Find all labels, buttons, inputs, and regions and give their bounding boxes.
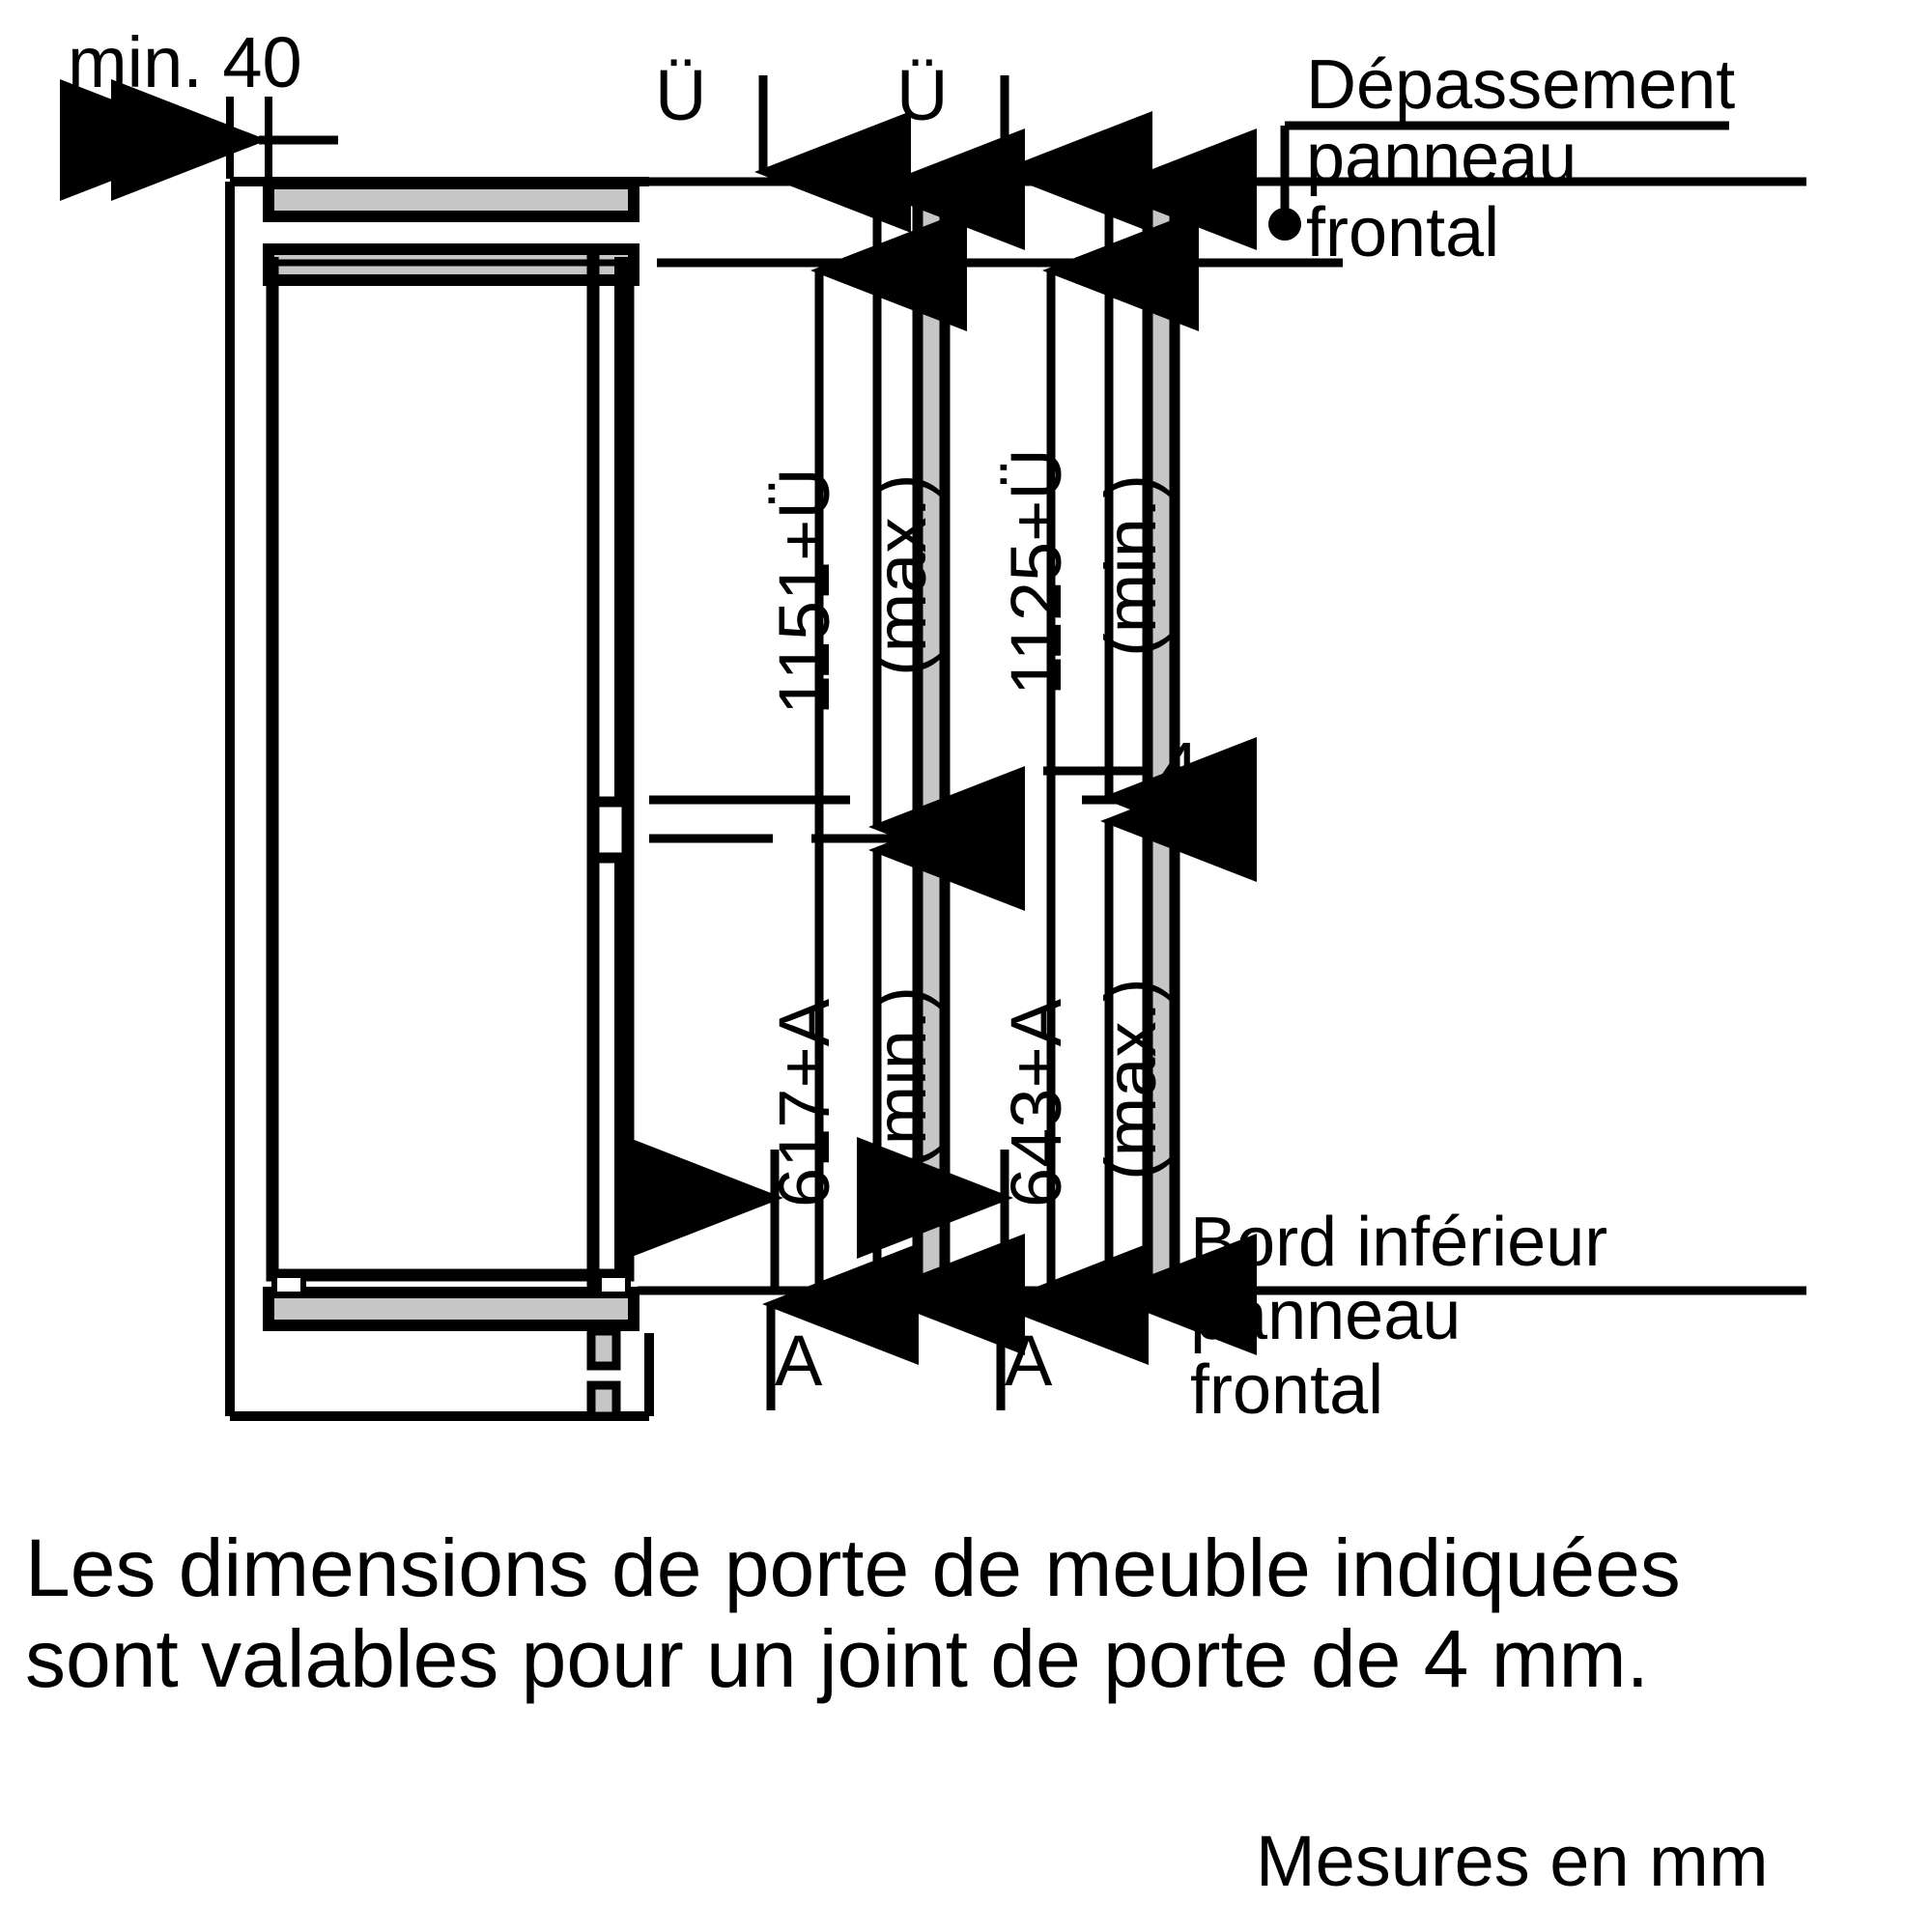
callout-leader-top (1268, 121, 1729, 241)
adjustable-foot-upper (586, 1326, 621, 1371)
callout-bottom-line2: panneau (1190, 1277, 1462, 1355)
upper-panel-bar-1 (263, 178, 639, 222)
callout-top-line3: frontal (1306, 193, 1500, 271)
caption-line-2: sont valables pour un joint de porte de … (25, 1613, 1649, 1705)
label-min-40: min. 40 (68, 22, 302, 102)
dimension-qualifier-1125: (min.) (1091, 473, 1171, 657)
dimension-label-643: 643+A (996, 998, 1076, 1208)
callout-bottom-line3: frontal (1190, 1350, 1384, 1429)
callout-dot-top (1268, 208, 1301, 241)
label-a-left: A (775, 1321, 823, 1401)
callout-bottom-text: Bord inférieur panneau frontal (1190, 1206, 1607, 1427)
label-a-right: A (1005, 1321, 1053, 1401)
adjustable-foot-lower (586, 1380, 621, 1421)
dimension-qualifier-643: (max.) (1091, 978, 1171, 1180)
callout-top-text: Dépassement panneau frontal (1306, 48, 1735, 270)
dimension-qualifier-617: (min.) (861, 985, 941, 1169)
a-offset-arrows (762, 1243, 1149, 1410)
measures-unit-note: Mesures en mm (1256, 1821, 1769, 1901)
plinth-slot-right (596, 1272, 631, 1297)
min40-dimension-arrows (60, 79, 338, 202)
caption-line-1: Les dimensions de porte de meuble indiqu… (25, 1522, 1681, 1613)
dimension-label-617: 617+A (764, 998, 844, 1208)
cabinet-inner-cavity (266, 257, 635, 1282)
dimension-label-1125: 1125+Ü (996, 448, 1076, 696)
bottom-plinth-bar (263, 1287, 639, 1331)
label-u-right: Ü (896, 55, 949, 135)
label-u-left: Ü (655, 55, 707, 135)
callout-top-line1: Dépassement (1306, 46, 1736, 124)
cabinet-side-view (225, 177, 654, 1421)
dimension-label-1151: 1151+Ü (764, 468, 844, 715)
caption-block: Les dimensions de porte de meuble indiqu… (25, 1522, 1681, 1704)
plinth-slot-left (271, 1272, 306, 1297)
appliance-door-panel (269, 259, 632, 1279)
callout-bottom-line1: Bord inférieur (1190, 1204, 1608, 1281)
label-four-right: 4 (1159, 727, 1200, 808)
u-overhang-arrows (754, 75, 1152, 233)
dimension-qualifier-1151: (max.) (861, 473, 941, 676)
callout-top-line2: panneau (1306, 120, 1577, 198)
label-four-middle: 4 (929, 787, 970, 867)
